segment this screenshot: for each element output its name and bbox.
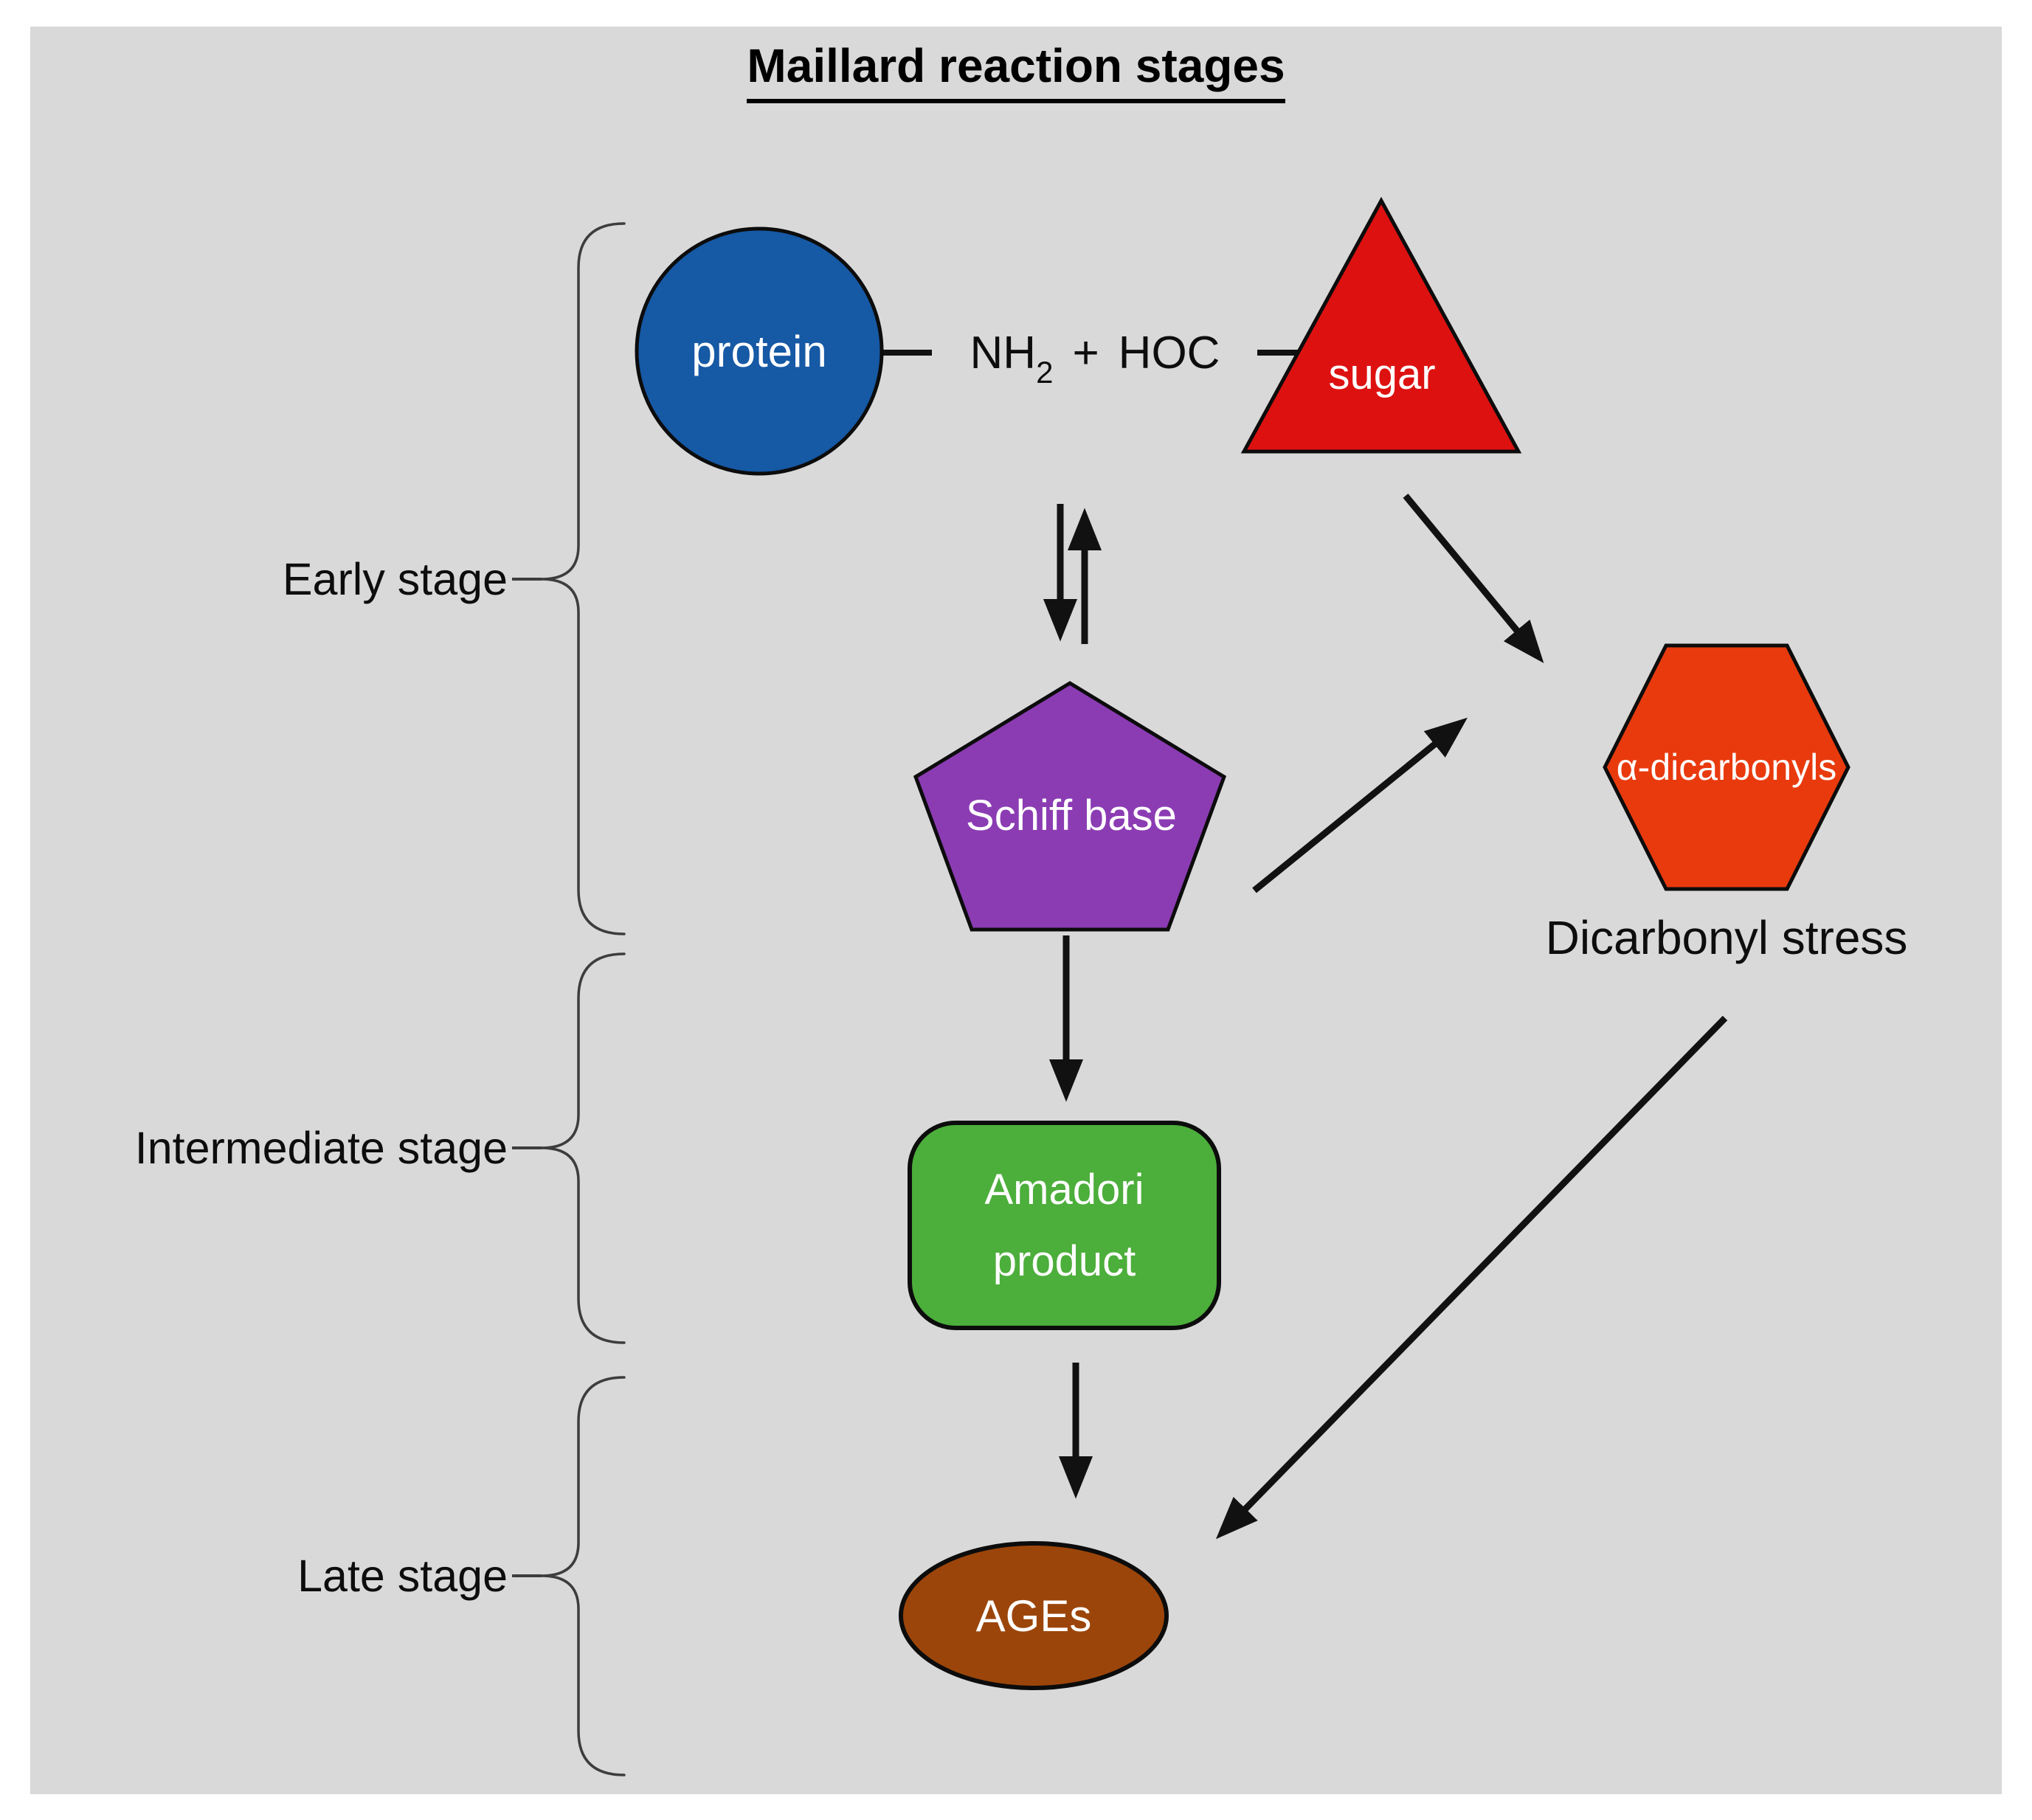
- late-stage-brace: [541, 1376, 626, 1776]
- schiff-base-pentagon: [913, 681, 1227, 932]
- page-title: Maillard reaction stages: [747, 38, 1285, 103]
- alpha-dicarbonyls-hexagon: [1603, 643, 1850, 891]
- sugar-to-dicarbonyls-arrow: [1403, 494, 1544, 663]
- sugar-triangle: [1240, 196, 1522, 454]
- early-stage-brace: [541, 222, 626, 935]
- schiff-base-label: Schiff base: [966, 792, 1177, 840]
- title-wrap: Maillard reaction stages: [0, 38, 2032, 103]
- amadori-label-line2: product: [992, 1237, 1136, 1285]
- ages-label: AGEs: [975, 1591, 1092, 1641]
- dicarbonyl-stress-caption: Dicarbonyl stress: [1545, 911, 1908, 964]
- stage-label-early: Early stage: [282, 554, 508, 604]
- carbonyl-group-text: HOC: [1118, 327, 1220, 378]
- stage-label-intermediate: Intermediate stage: [134, 1123, 508, 1173]
- intermediate-stage-brace: [541, 952, 626, 1344]
- alpha-dicarbonyls-label: α-dicarbonyls: [1616, 747, 1837, 788]
- amadori-label-line1: Amadori: [984, 1166, 1144, 1214]
- schiff-to-dicarbonyls-arrow: [1252, 717, 1468, 893]
- dicarbonyl-to-ages-arrow: [1215, 1015, 1728, 1540]
- reactant-formula: NH2 + HOC: [927, 307, 1263, 398]
- plus-sign: +: [1072, 327, 1099, 378]
- amine-group-text: NH2: [970, 327, 1054, 390]
- amine-subscript: 2: [1036, 354, 1054, 390]
- protein-circle: [635, 226, 884, 476]
- protein-label: protein: [691, 326, 827, 376]
- amadori-product-label: Amadori product: [910, 1123, 1219, 1328]
- ages-ellipse: [899, 1541, 1169, 1690]
- sugar-label: sugar: [1328, 350, 1436, 398]
- stage-label-late: Late stage: [297, 1551, 508, 1601]
- amadori-product-box: [908, 1121, 1221, 1330]
